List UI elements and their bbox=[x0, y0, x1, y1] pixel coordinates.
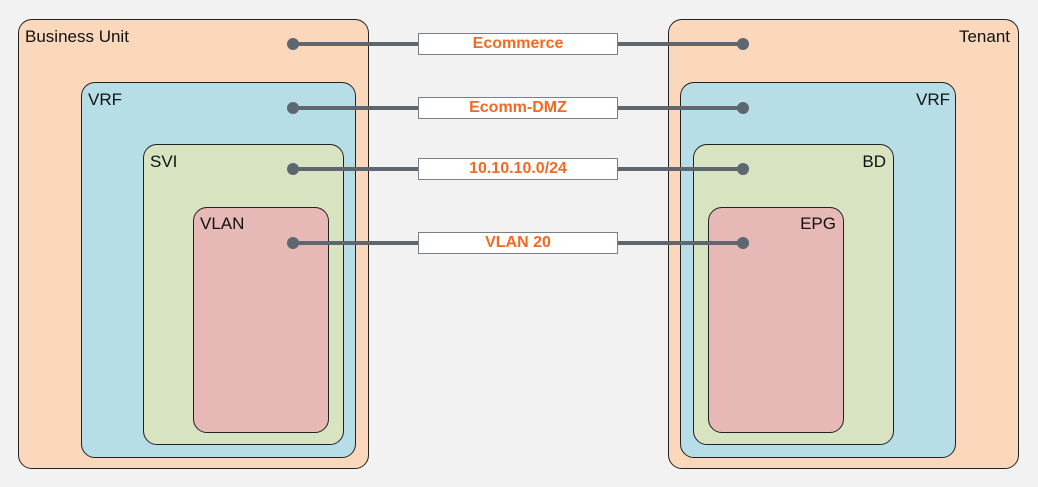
bd-label: BD bbox=[862, 152, 886, 171]
mapping-label-vlan: VLAN 20 bbox=[418, 232, 618, 254]
epg-label: EPG bbox=[800, 214, 836, 233]
left-dot-subnet bbox=[287, 163, 299, 175]
left-dot-vlan bbox=[287, 237, 299, 249]
right-dot-subnet bbox=[737, 163, 749, 175]
right-dot-vrf bbox=[737, 102, 749, 114]
tenant-label: Tenant bbox=[958, 27, 1010, 46]
mapping-label-ecommerce: Ecommerce bbox=[418, 33, 618, 55]
svi-label: SVI bbox=[150, 152, 178, 171]
left-dot-vrf bbox=[287, 102, 299, 114]
left-dot-ecommerce bbox=[287, 38, 299, 50]
mapping-label-vrf: Ecomm-DMZ bbox=[418, 97, 618, 119]
left-vrf-label: VRF bbox=[88, 90, 122, 109]
business-unit-label: Business Unit bbox=[25, 27, 129, 46]
right-dot-ecommerce bbox=[737, 38, 749, 50]
mapping-label-subnet: 10.10.10.0/24 bbox=[418, 158, 618, 180]
vlan-label: VLAN bbox=[200, 214, 245, 233]
right-dot-vlan bbox=[737, 237, 749, 249]
right-vrf-label: VRF bbox=[916, 90, 950, 109]
